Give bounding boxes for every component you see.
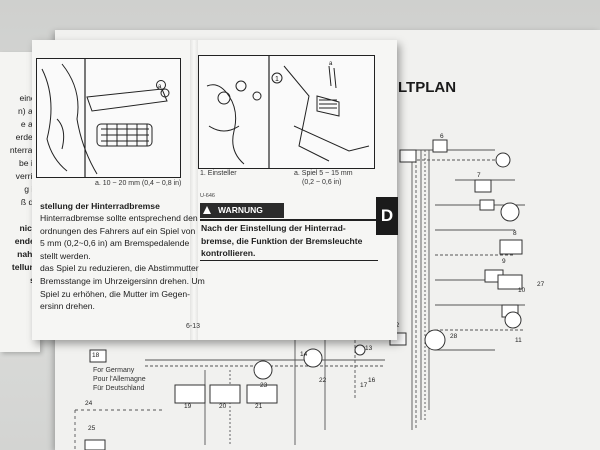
body-line: Spiel zu erhöhen, die Mutter im Gegen-	[40, 288, 190, 299]
germany-label-de: Für Deutschland	[93, 385, 145, 392]
warning-icon	[203, 206, 211, 214]
callout-24: 24	[85, 400, 93, 407]
callout-27: 27	[537, 281, 545, 288]
right-fig-label-1: 1. Einsteller	[200, 170, 237, 177]
callout-16: 16	[368, 377, 376, 384]
callout-14: 14	[300, 351, 308, 358]
callout-8: 8	[513, 230, 517, 237]
callout-21: 21	[255, 403, 263, 410]
page-number: 6-13	[186, 323, 201, 330]
callout-18: 18	[92, 352, 100, 359]
left-edge-bold-line: nicht	[19, 223, 40, 233]
callout-23: 23	[260, 382, 268, 389]
warning-line: Nach der Einstellung der Hinterrad-	[201, 223, 346, 233]
right-fig-label-a2: (0,2 ~ 0,6 in)	[302, 179, 342, 186]
warning-rule	[200, 219, 378, 221]
brake-lever-figure: a	[36, 58, 181, 178]
warning-line: kontrollieren.	[201, 248, 256, 259]
left-edge-line: erden.	[15, 132, 40, 142]
body-line: ersinn drehen.	[40, 301, 95, 312]
brake-pedal-figure: 1 a	[198, 55, 375, 169]
svg-text:a: a	[158, 84, 162, 90]
left-edge-bold-line: enden	[14, 236, 40, 246]
left-edge-bold-line: naha-	[17, 249, 40, 259]
callout-11: 11	[515, 337, 522, 344]
left-edge-line: n) auf	[18, 106, 40, 116]
section-body: Hinterradbremse sollte entsprechend den …	[40, 212, 205, 313]
left-edge-line: verrin-	[15, 171, 40, 181]
section-tab: D	[376, 197, 398, 235]
body-line: ordnungen des Fahrers auf ein Spiel von	[40, 225, 196, 236]
left-edge-line: be im	[18, 158, 40, 168]
callout-28: 28	[450, 333, 458, 340]
left-edge-bold-line: tellung	[11, 262, 40, 272]
left-fig-caption: a. 10 ~ 20 mm (0,4 ~ 0,8 in)	[95, 180, 182, 187]
callout-20: 20	[219, 403, 227, 410]
warning-rule-bottom	[200, 260, 378, 261]
callout-17: 17	[360, 382, 368, 389]
callout-19: 19	[184, 403, 192, 410]
callout-10: 10	[518, 287, 526, 294]
warning-banner: WARNUNG	[200, 203, 284, 218]
diagram-callouts: 6 7 8 9 10 11 12 13 14 16 17 18 19 20 21…	[85, 133, 545, 432]
body-line: das Spiel zu reduzieren, die Abstimmutte…	[40, 263, 199, 274]
callout-9: 9	[502, 258, 506, 265]
left-edge-line: eines	[19, 93, 40, 103]
left-edge-line: e auf	[20, 119, 40, 129]
section-title: stellung der Hinterradbremse	[40, 201, 160, 211]
warning-line: bremse, die Funktion der Bremsleuchte	[201, 235, 363, 246]
svg-text:a: a	[329, 61, 333, 67]
callout-22: 22	[319, 377, 327, 384]
diagram-title: LTPLAN	[398, 79, 456, 96]
body-line: Hinterradbremse sollte entsprechend den	[40, 213, 198, 223]
body-line: Bremsstange im Uhrzeigersinn drehen. Um	[40, 275, 205, 286]
wiring-diagram: LTPLAN	[74, 79, 545, 450]
callout-13: 13	[365, 345, 373, 352]
left-edge-line: ß die	[20, 197, 40, 207]
warning-title: WARNUNG	[218, 205, 263, 215]
warning-text: Nach der Einstellung der Hinterrad- brem…	[201, 222, 362, 260]
germany-label-en: For Germany	[93, 367, 135, 374]
germany-label-fr: Pour l'Allemagne	[93, 376, 146, 383]
section-code: U-646	[200, 193, 215, 199]
body-line: stellt werden.	[40, 250, 91, 261]
callout-7: 7	[477, 172, 481, 179]
callout-6: 6	[440, 133, 444, 140]
body-line: 5 mm (0,2~0,6 in) am Bremspedalende	[40, 238, 190, 249]
right-fig-label-a: a. Spiel 5 ~ 15 mm	[294, 170, 353, 177]
callout-25: 25	[88, 425, 96, 432]
left-edge-line: nterrad-	[9, 145, 40, 155]
svg-text:1: 1	[275, 76, 279, 83]
booklet-spine	[190, 40, 198, 340]
